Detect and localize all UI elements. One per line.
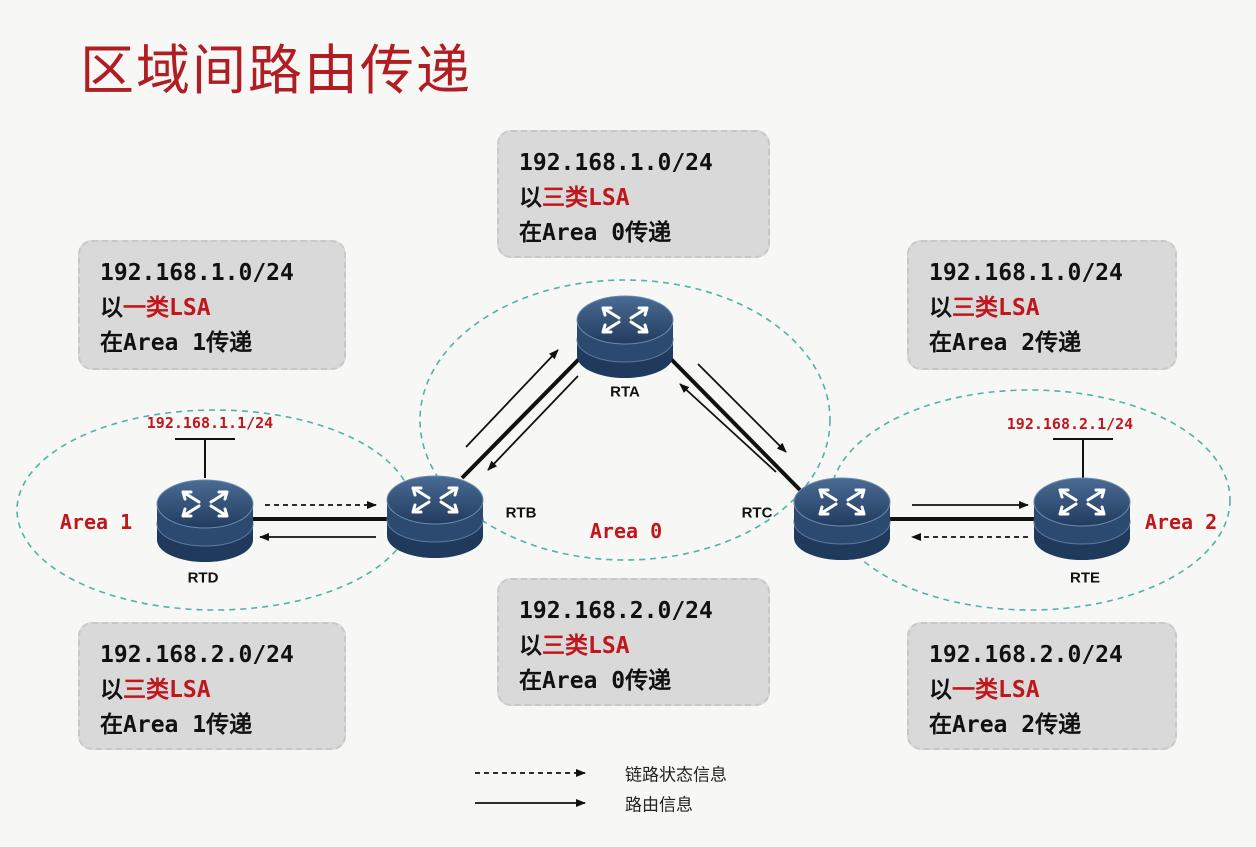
lsa-type: 一类LSA bbox=[952, 677, 1040, 703]
network: 192.168.2.0/24 bbox=[929, 642, 1123, 668]
area-0-boundary bbox=[419, 279, 831, 561]
area-line: 在Area 2传递 bbox=[929, 712, 1082, 738]
prefix: 以 bbox=[519, 185, 542, 211]
route-arrow bbox=[679, 383, 777, 473]
network: 192.168.2.0/24 bbox=[100, 642, 294, 668]
info-box-right-top: 192.168.1.0/24 以三类LSA 在Area 2传递 bbox=[907, 240, 1177, 370]
area-line: 在Area 1传递 bbox=[100, 712, 253, 738]
router-label-rtd: RTD bbox=[187, 569, 219, 587]
network: 192.168.1.0/24 bbox=[929, 260, 1123, 286]
router-label-rtb: RTB bbox=[505, 504, 537, 522]
network: 192.168.1.0/24 bbox=[519, 150, 713, 176]
area-2-label: Area 2 bbox=[1144, 510, 1218, 534]
router-label-rtc: RTC bbox=[741, 504, 773, 522]
area-line: 在Area 1传递 bbox=[100, 330, 253, 356]
router-rtc-icon bbox=[792, 476, 892, 562]
legend-dashed-label: 链路状态信息 bbox=[625, 765, 727, 786]
ip-label-rtd: 192.168.1.1/24 bbox=[146, 414, 274, 432]
lsa-type-line: 以一类LSA bbox=[100, 291, 344, 326]
info-box-left-bottom: 192.168.2.0/24 以三类LSA 在Area 1传递 bbox=[78, 622, 346, 750]
info-box-right-bottom: 192.168.2.0/24 以一类LSA 在Area 2传递 bbox=[907, 622, 1177, 750]
ip-label-rte: 192.168.2.1/24 bbox=[1006, 415, 1134, 433]
lsa-type-line: 以三类LSA bbox=[519, 629, 768, 664]
area-1-label: Area 1 bbox=[59, 510, 133, 534]
area-line: 在Area 2传递 bbox=[929, 330, 1082, 356]
prefix: 以 bbox=[100, 295, 123, 321]
lsa-type-line: 以一类LSA bbox=[929, 673, 1175, 708]
prefix: 以 bbox=[519, 633, 542, 659]
info-box-top-center: 192.168.1.0/24 以三类LSA 在Area 0传递 bbox=[497, 130, 770, 258]
prefix: 以 bbox=[929, 677, 952, 703]
lsa-type-line: 以三类LSA bbox=[100, 673, 344, 708]
area-line: 在Area 0传递 bbox=[519, 668, 672, 694]
router-rta-icon bbox=[575, 294, 675, 380]
route-arrow bbox=[487, 375, 579, 471]
lsa-type: 三类LSA bbox=[952, 295, 1040, 321]
router-rte-icon bbox=[1032, 476, 1132, 562]
lsa-type: 三类LSA bbox=[542, 185, 630, 211]
router-rtd-icon bbox=[155, 478, 255, 564]
prefix: 以 bbox=[100, 677, 123, 703]
route-arrow bbox=[697, 363, 787, 453]
lsa-type: 三类LSA bbox=[542, 633, 630, 659]
area-0-label: Area 0 bbox=[589, 519, 663, 543]
link-rta-rtc bbox=[666, 354, 802, 492]
legend-solid-label: 路由信息 bbox=[625, 795, 693, 816]
router-label-rte: RTE bbox=[1070, 569, 1100, 587]
lsa-type-line: 以三类LSA bbox=[519, 181, 768, 216]
page-title: 区域间路由传递 bbox=[80, 39, 472, 102]
router-label-rta: RTA bbox=[610, 383, 640, 401]
link-rtb-rta bbox=[460, 354, 584, 480]
prefix: 以 bbox=[929, 295, 952, 321]
network: 192.168.1.0/24 bbox=[100, 260, 294, 286]
lsa-type: 三类LSA bbox=[123, 677, 211, 703]
area-line: 在Area 0传递 bbox=[519, 220, 672, 246]
lsa-type: 一类LSA bbox=[123, 295, 211, 321]
router-rtb-icon bbox=[385, 474, 485, 560]
lsa-type-line: 以三类LSA bbox=[929, 291, 1175, 326]
route-arrow bbox=[465, 349, 559, 448]
info-box-left-top: 192.168.1.0/24 以一类LSA 在Area 1传递 bbox=[78, 240, 346, 370]
info-box-center-bottom: 192.168.2.0/24 以三类LSA 在Area 0传递 bbox=[497, 578, 770, 706]
network: 192.168.2.0/24 bbox=[519, 598, 713, 624]
